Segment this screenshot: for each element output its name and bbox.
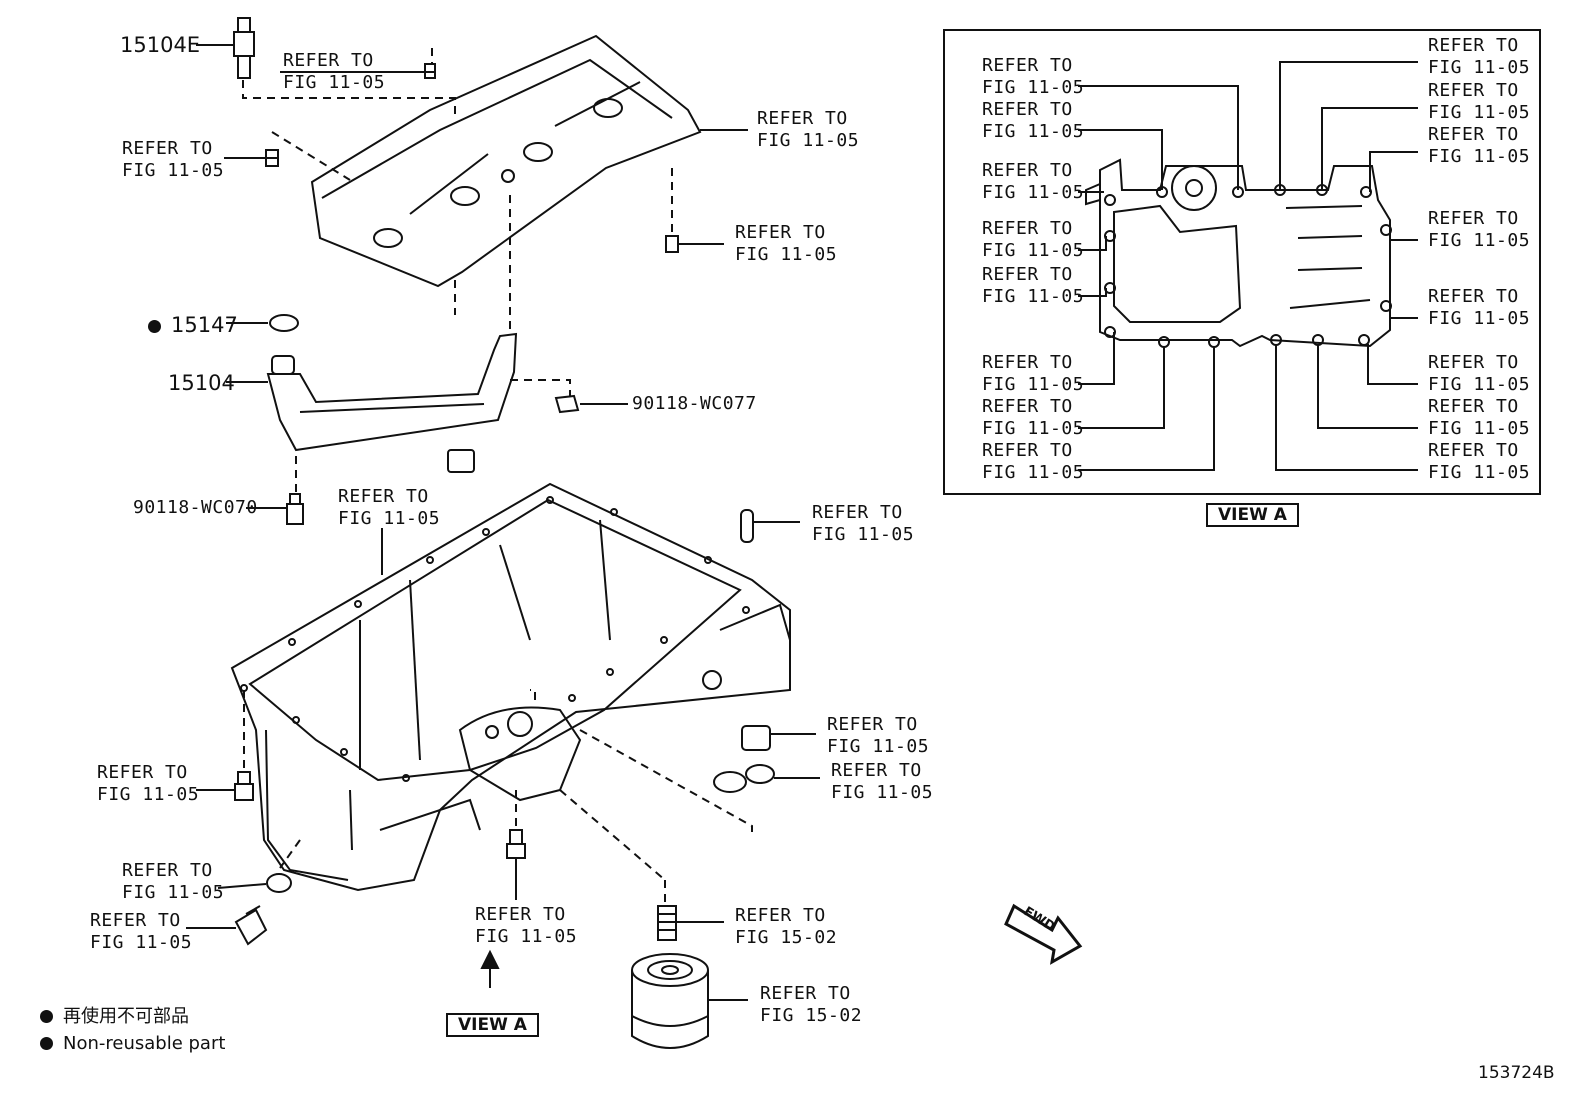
refer-label: REFER TO FIG 11-05: [735, 222, 838, 265]
refer-label: REFER TO FIG 11-05: [982, 218, 1085, 261]
refer-label: REFER TO FIG 15-02: [760, 983, 863, 1026]
view-a-leaders: [1078, 61, 1418, 471]
refer-label: REFER TO FIG 15-02: [735, 905, 838, 948]
drain-plug: [186, 905, 268, 946]
refer-label: REFER TO FIG 11-05: [1428, 208, 1531, 251]
non-reusable-dot-icon: [40, 1037, 53, 1050]
oil-pan: [230, 482, 791, 892]
refer-label: REFER TO FIG 11-05: [812, 502, 915, 545]
oil-strainer-15104: [226, 332, 518, 473]
refer-label: REFER TO FIG 11-05: [1428, 124, 1531, 167]
refer-label: REFER TO FIG 11-05: [283, 50, 386, 93]
view-a-arrow: [480, 949, 500, 988]
refer-label: REFER TO FIG 11-05: [982, 55, 1085, 98]
pan-bolt-left: [196, 771, 254, 801]
part-number-15147-text: 15147: [171, 313, 238, 337]
view-a-frame: [943, 29, 1541, 495]
part-number-90118-WC077: 90118-WC077: [632, 393, 757, 414]
o-ring-15147: [269, 314, 299, 332]
legend-japanese: 再使用不可部品: [40, 1004, 189, 1030]
dowel-pin: [740, 509, 800, 543]
refer-label: REFER TO FIG 11-05: [1428, 396, 1531, 439]
center-bolt: [506, 829, 526, 900]
refer-label: REFER TO FIG 11-05: [1428, 440, 1531, 483]
bolt-90118-WC070: [246, 493, 304, 525]
refer-label: REFER TO FIG 11-05: [831, 760, 934, 803]
legend-english: Non-reusable part: [40, 1031, 225, 1057]
refer-label: REFER TO FIG 11-05: [90, 910, 193, 953]
legend-english-text: Non-reusable part: [63, 1033, 226, 1054]
part-number-15147: 15147: [148, 313, 238, 340]
oil-filter: [631, 953, 748, 1049]
bolt-15104E: [196, 17, 255, 79]
plug-right: [713, 725, 820, 793]
non-reusable-dot-icon: [148, 320, 161, 333]
part-number-15104: 15104: [168, 371, 235, 395]
refer-label: REFER TO FIG 11-05: [827, 714, 930, 757]
refer-label: REFER TO FIG 11-05: [757, 108, 860, 151]
refer-label: REFER TO FIG 11-05: [1428, 286, 1531, 329]
baffle-bolts: [224, 63, 748, 253]
refer-label: REFER TO FIG 11-05: [1428, 80, 1531, 123]
refer-label: REFER TO FIG 11-05: [97, 762, 200, 805]
refer-label: REFER TO FIG 11-05: [475, 904, 578, 947]
refer-label: REFER TO FIG 11-05: [982, 160, 1085, 203]
oil-filter-union: [657, 905, 724, 941]
part-number-90118-WC070: 90118-WC070: [133, 497, 258, 518]
refer-label: REFER TO FIG 11-05: [338, 486, 441, 529]
refer-label: REFER TO FIG 11-05: [1428, 352, 1531, 395]
refer-label: REFER TO FIG 11-05: [982, 440, 1085, 483]
refer-label: REFER TO FIG 11-05: [122, 860, 225, 903]
view-a-caption: VIEW A: [1206, 503, 1299, 527]
legend-japanese-text: 再使用不可部品: [63, 1006, 189, 1027]
fwd-arrow-icon: [1004, 903, 1083, 965]
refer-label: REFER TO FIG 11-05: [122, 138, 225, 181]
view-a-pointer-label: VIEW A: [446, 1013, 539, 1037]
drain-gasket: [266, 873, 292, 893]
refer-label: REFER TO FIG 11-05: [982, 396, 1085, 439]
refer-label: REFER TO FIG 11-05: [982, 352, 1085, 395]
figure-id: 153724B: [1478, 1063, 1555, 1083]
nut-90118-WC077: [554, 394, 628, 414]
part-number-15104E: 15104E: [120, 33, 201, 57]
refer-label: REFER TO FIG 11-05: [982, 264, 1085, 307]
refer-label: REFER TO FIG 11-05: [1428, 35, 1531, 78]
refer-label: REFER TO FIG 11-05: [982, 99, 1085, 142]
baffle-plate: [310, 34, 702, 288]
non-reusable-dot-icon: [40, 1010, 53, 1023]
